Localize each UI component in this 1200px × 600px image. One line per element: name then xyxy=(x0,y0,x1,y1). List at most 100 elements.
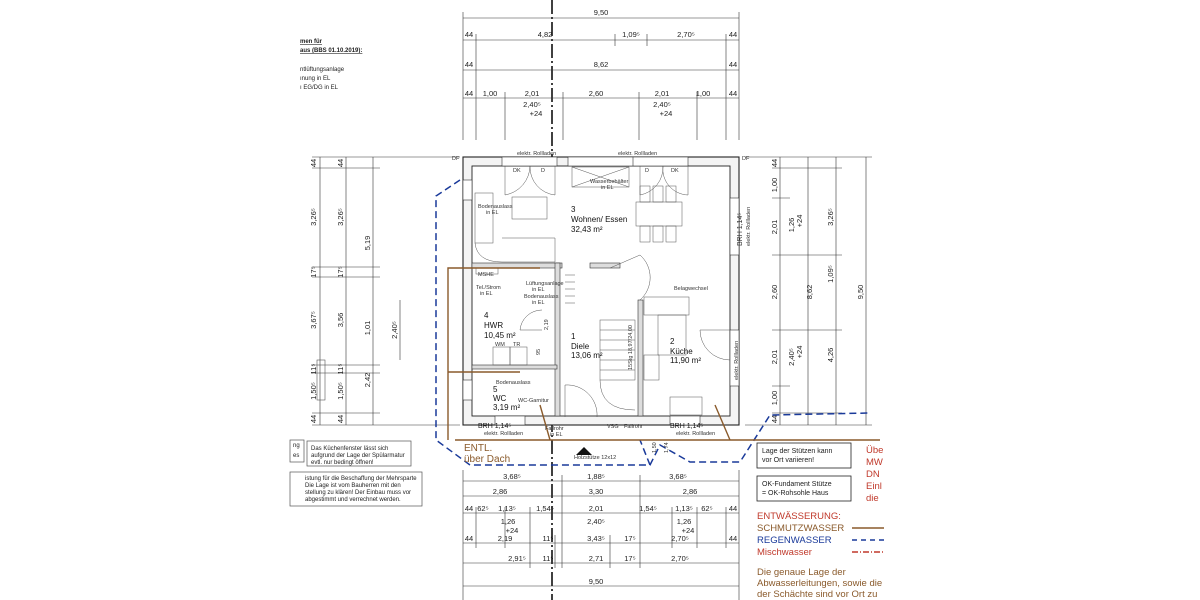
plan-text: 2,19 xyxy=(544,319,550,330)
plan-text: Übe xyxy=(866,445,883,456)
plan-text: 1,26 xyxy=(501,517,516,526)
plan-text: MSHE xyxy=(478,272,494,278)
plan-text: 11⁵ xyxy=(543,554,554,563)
dim-label: 2,01 xyxy=(770,220,779,235)
note-line: ı EG/DG in EL xyxy=(300,85,339,91)
room-hwr: 4 HWR 10,45 m² xyxy=(484,311,516,340)
plan-text: Bodenauslass xyxy=(524,294,559,300)
plan-text: elektr. Rollladen xyxy=(676,431,715,437)
plan-text: = OK-Rohsohle Haus xyxy=(762,490,829,497)
dim-label: 3,26⁵ xyxy=(826,208,835,226)
dim-label: 2,01 xyxy=(655,89,670,98)
plan-text: DK xyxy=(513,168,521,174)
note-line: ng xyxy=(293,443,300,449)
plan-text: 44 xyxy=(729,504,737,513)
dim-label: 17⁵ xyxy=(309,266,318,277)
plan-text: 9,50 xyxy=(589,577,604,586)
plan-text: elektr. Rollladen xyxy=(746,207,752,246)
plan-text: Bodenauslass xyxy=(478,204,513,210)
plan-text: 1,54⁵ xyxy=(536,504,554,513)
dim-label: 44 xyxy=(729,89,737,98)
dim-label: 1,00 xyxy=(770,178,779,193)
plan-text: OK-Fundament Stütze xyxy=(762,481,832,488)
dim-label: 4,82 xyxy=(538,30,553,39)
dim-label: 44 xyxy=(309,415,318,423)
plan-text: 10,45 m² xyxy=(484,331,516,340)
dim-label: +24 xyxy=(795,215,804,228)
plan-text: in EL xyxy=(601,185,614,191)
legend-item-mischwasser: Mischwasser xyxy=(757,547,812,558)
legend-text: der Schächte sind vor Ort zu xyxy=(757,589,877,600)
legend-text: Die genaue Lage der xyxy=(757,567,846,578)
dim-label: 1,09⁵ xyxy=(622,30,640,39)
plan-text: Fallrohr xyxy=(624,424,643,430)
plan-text: die xyxy=(866,493,879,504)
plan-text: vor Ort variieren! xyxy=(762,457,814,464)
dim-label: 17⁵ xyxy=(336,266,345,277)
dim-label: 1,50⁵ xyxy=(336,382,345,400)
plan-text: 62⁵ xyxy=(701,504,712,513)
dim-label: 1,09⁵ xyxy=(826,265,835,283)
plan-text: 2,86 xyxy=(683,487,698,496)
dim-label: 44 xyxy=(336,415,345,423)
note-line: abgestimmt und verrechnet werden. xyxy=(305,497,401,503)
crop-mask xyxy=(884,430,1200,600)
dim-label: 1,01 xyxy=(363,321,372,336)
plan-text: 5 xyxy=(493,385,498,394)
room-kueche: 2 Küche 11,90 m² xyxy=(670,337,701,365)
plan-text: 11⁵ xyxy=(543,534,554,543)
note-line: aufgrund der Lage der Spülarmatur xyxy=(311,453,405,459)
note-line: Die Lage ist vom Bauherren mit den xyxy=(305,483,401,489)
plan-text: 1,54⁵ xyxy=(639,504,657,513)
column-marker-icon xyxy=(576,447,592,455)
plan-text: Belagwechsel xyxy=(674,286,708,292)
plan-text: 95 xyxy=(536,349,542,355)
left-dimensions xyxy=(312,156,460,426)
plan-text: +24 xyxy=(506,526,519,535)
dim-label: 4,26 xyxy=(826,348,835,363)
plan-text: Diele xyxy=(571,342,590,351)
dim-label: 44 xyxy=(465,89,473,98)
plan-text: 2,71 xyxy=(589,554,604,563)
plan-text: 3,19 m² xyxy=(493,403,520,412)
note-line: Das Küchenfenster lässt sich xyxy=(311,446,388,452)
plan-text: 1,50 xyxy=(652,442,658,453)
right-dimensions xyxy=(745,156,872,426)
dim-label: 44 xyxy=(770,159,779,167)
plan-text: 32,43 m² xyxy=(571,225,603,234)
plan-text: 1,13⁵ xyxy=(498,504,516,513)
dim-label: 9,50 xyxy=(594,8,609,17)
room-diele: 1 Diele 13,06 m² xyxy=(571,332,603,360)
dim-label: 44 xyxy=(729,30,737,39)
dim-label: 1,50⁵ xyxy=(309,382,318,400)
dim-label: 2,70⁵ xyxy=(677,30,695,39)
plan-text: 3,68⁵ xyxy=(669,472,687,481)
plan-text: Holzstütze 12x12 xyxy=(574,455,616,461)
dim-label: 8,62 xyxy=(805,285,814,300)
dim-label: 1,00 xyxy=(696,89,711,98)
notes-top: men für aus (BBS 01.10.2019): ntlüftungs… xyxy=(300,39,362,91)
notes-left: ng es Das Küchenfenster lässt sich aufgr… xyxy=(289,439,423,507)
building xyxy=(462,156,740,426)
dim-label: 3,56 xyxy=(336,313,345,328)
plan-text: in EL xyxy=(486,210,499,216)
dim-label: +24 xyxy=(660,109,673,118)
note-line: istung für die Beschaffung der Mehrspart… xyxy=(305,476,417,482)
dim-label: 2,40⁵ xyxy=(390,321,399,339)
dim-label: 44 xyxy=(729,60,737,69)
legend-title: ENTWÄSSERUNG: xyxy=(757,511,841,522)
plan-text: 3,30 xyxy=(589,487,604,496)
dim-label: 44 xyxy=(309,159,318,167)
plan-text: Lage der Stützen kann xyxy=(762,448,833,455)
plan-text: elektr. Rollladen xyxy=(517,151,556,157)
plan-text: Tel./Strom xyxy=(476,285,501,291)
notes-right: Lage der Stützen kann vor Ort variieren!… xyxy=(756,442,883,504)
dim-label: 44 xyxy=(770,415,779,423)
plan-text: WM xyxy=(495,342,505,348)
dim-label: 8,62 xyxy=(594,60,609,69)
plan-text: MW xyxy=(866,457,883,468)
plan-text: 1,26 xyxy=(677,517,692,526)
plan-text: 3 xyxy=(571,205,576,214)
plan-text: ENTL. xyxy=(464,443,492,454)
plan-text: in EL xyxy=(480,291,493,297)
